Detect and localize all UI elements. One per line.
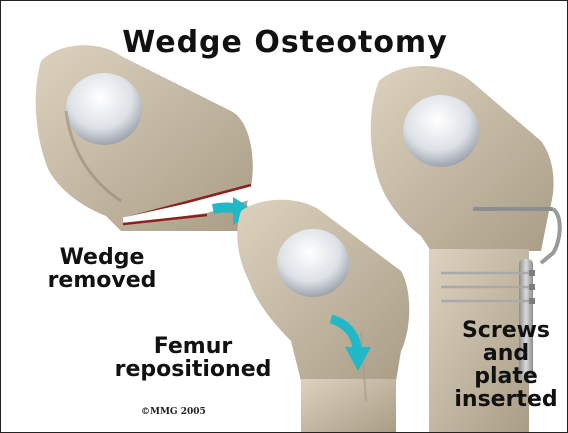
label-line: plate: [441, 365, 568, 388]
femur-middle: [237, 200, 409, 432]
label-wedge-removed: Wedge removed: [37, 246, 167, 292]
label-line: removed: [37, 269, 167, 292]
blade: [473, 207, 553, 211]
label-line: repositioned: [103, 358, 283, 381]
label-line: Wedge: [37, 246, 167, 269]
copyright-text: ©MMG 2005: [141, 407, 206, 417]
label-screws-plate-inserted: Screws and plate inserted: [441, 319, 568, 411]
label-femur-repositioned: Femur repositioned: [103, 335, 283, 381]
label-line: inserted: [441, 388, 568, 411]
label-line: and: [441, 342, 568, 365]
label-line: Screws: [441, 319, 568, 342]
diagram-title: Wedge Osteotomy: [1, 27, 568, 59]
label-line: Femur: [103, 335, 283, 358]
